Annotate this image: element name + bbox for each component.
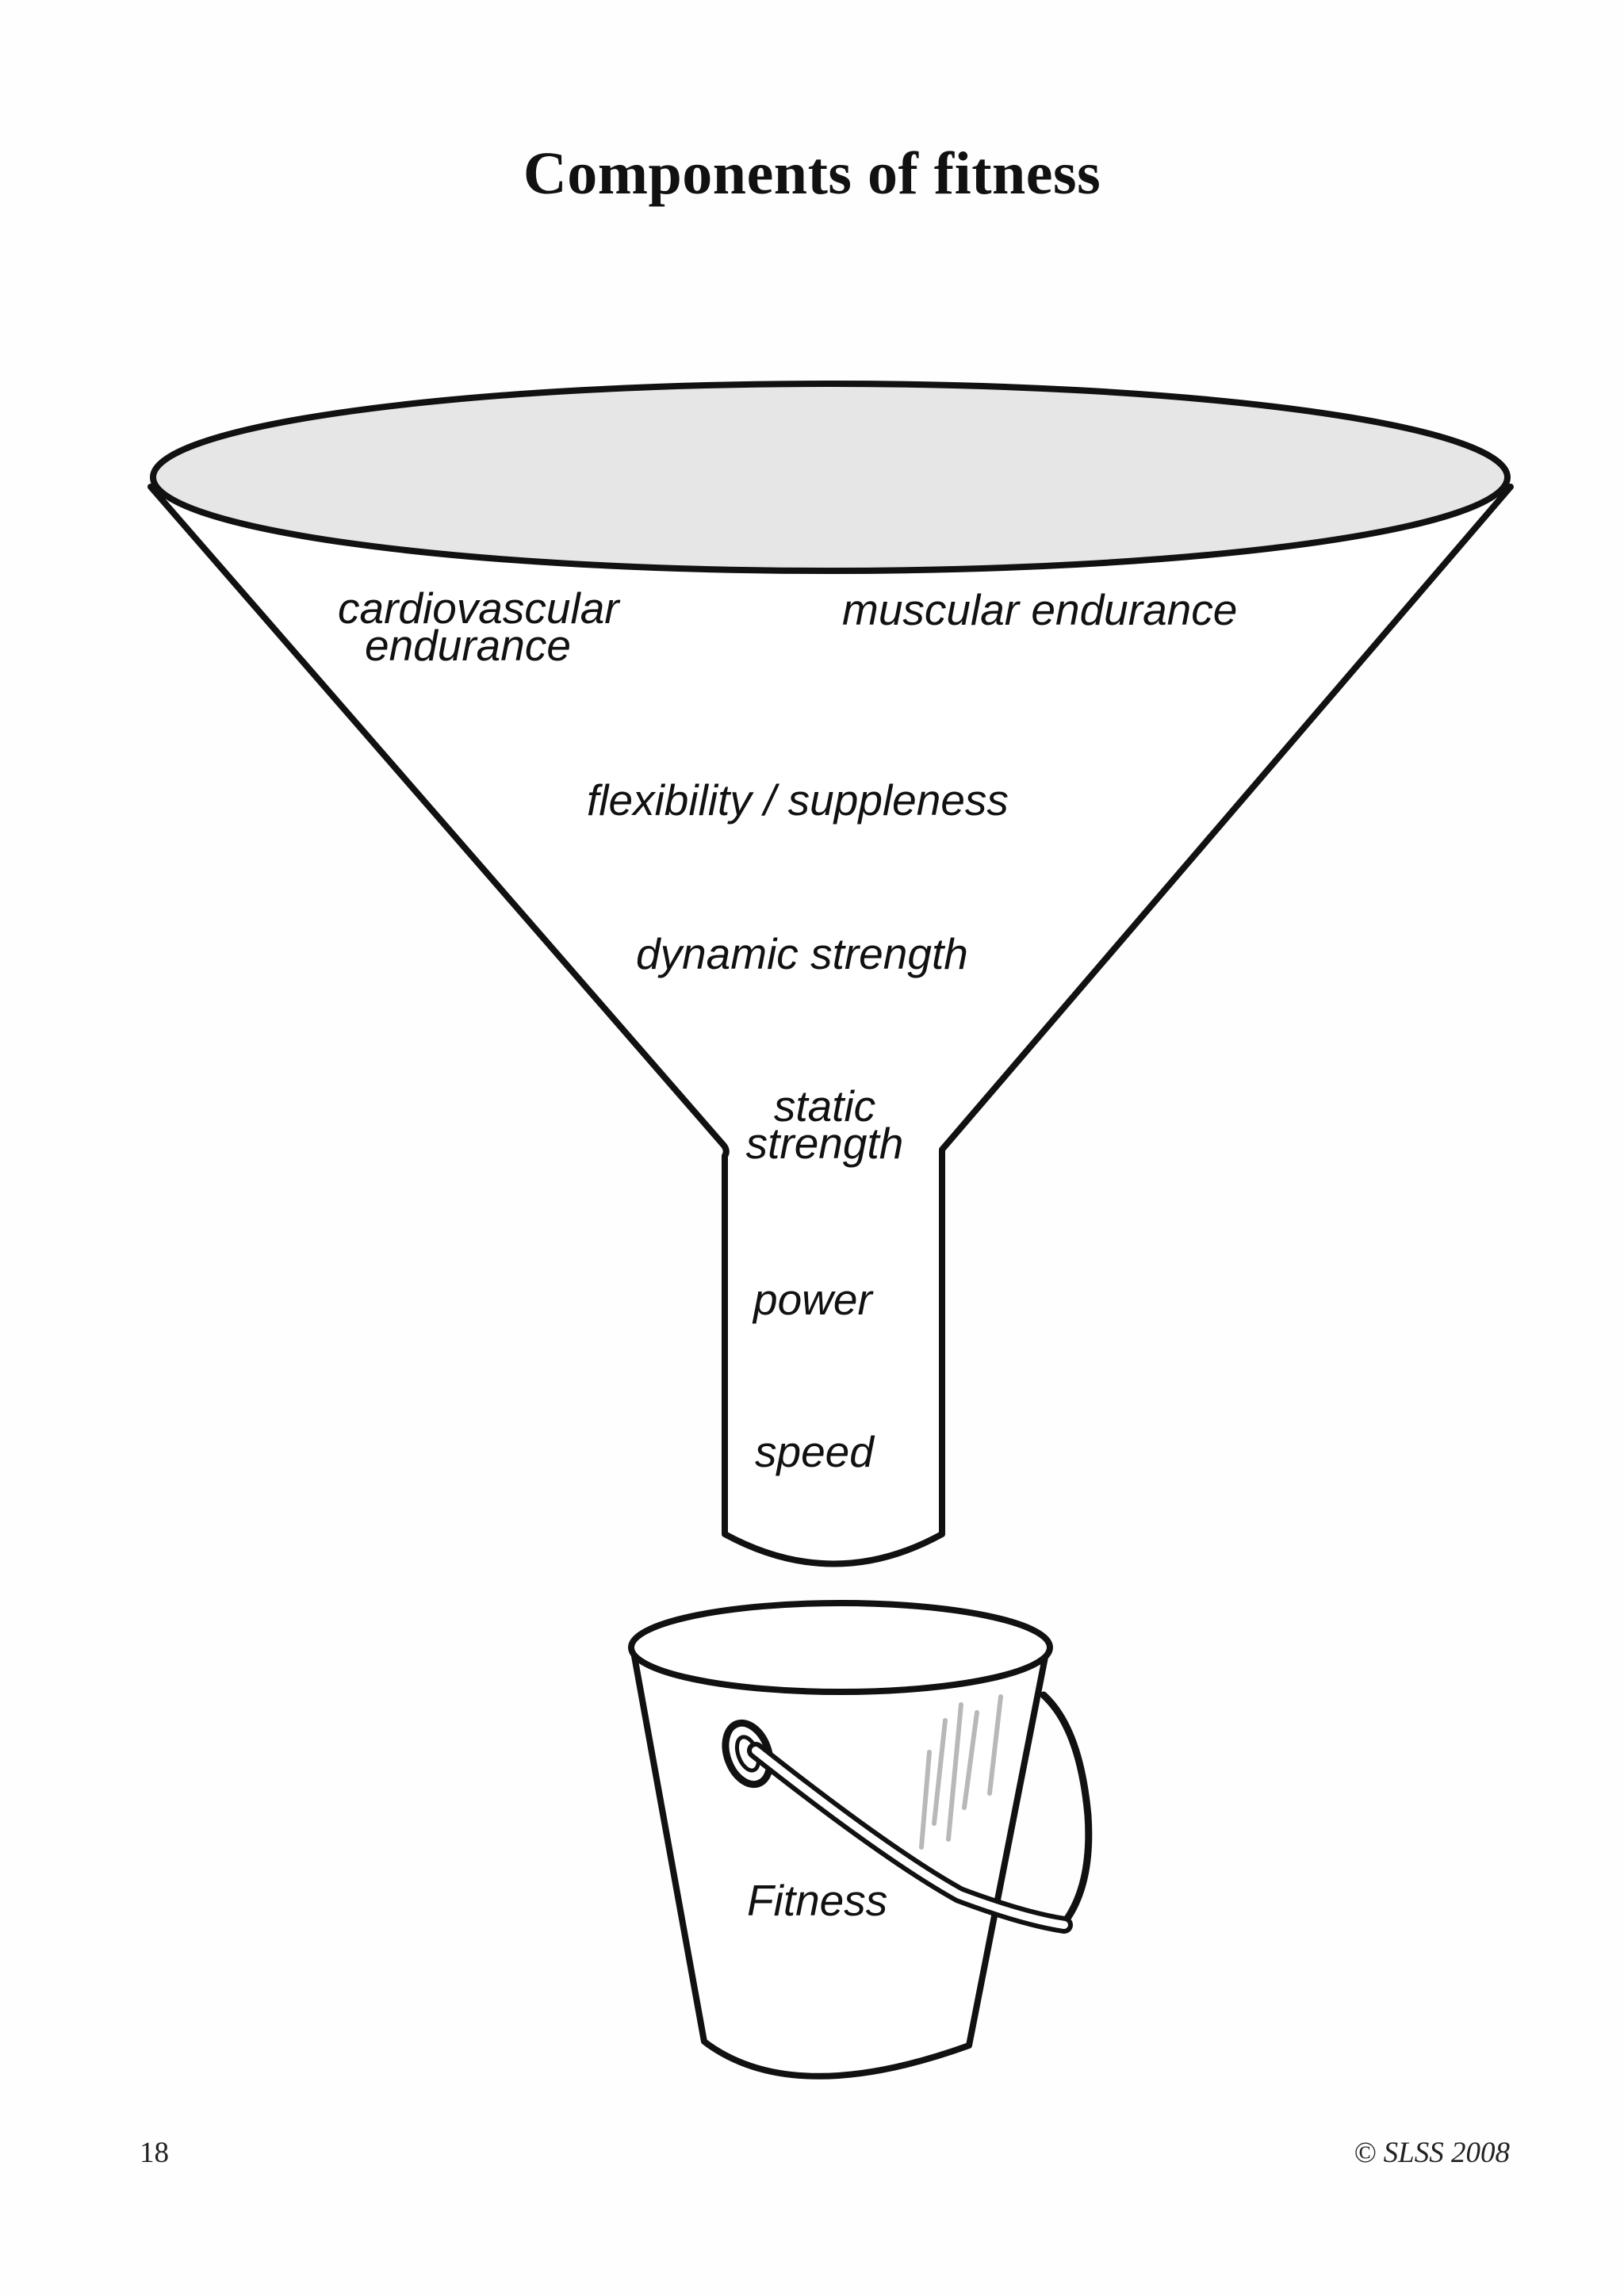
- page-title: Components of fitness: [523, 140, 1101, 207]
- copyright-notice: © SLSS 2008: [1354, 2137, 1510, 2169]
- funnel-icon: [147, 381, 1514, 1567]
- label-power: power: [753, 1275, 872, 1324]
- label-cardiovascular-line1: cardiovascular: [338, 584, 619, 633]
- label-static-line1: static: [773, 1081, 876, 1131]
- label-cardiovascular-endurance: cardiovascular endurance: [338, 587, 619, 668]
- bucket-icon: [628, 1600, 1093, 2080]
- label-cardiovascular-line2: endurance: [365, 621, 571, 671]
- label-fitness: Fitness: [747, 1876, 888, 1925]
- page-number: 18: [140, 2137, 169, 2169]
- label-speed: speed: [755, 1427, 874, 1476]
- label-flexibility: flexibility / suppleness: [587, 775, 1009, 825]
- label-dynamic-strength: dynamic strength: [636, 929, 968, 978]
- label-muscular-endurance: muscular endurance: [842, 585, 1238, 634]
- label-static-strength: static strength: [712, 1085, 937, 1165]
- label-static-line2: strength: [745, 1119, 904, 1169]
